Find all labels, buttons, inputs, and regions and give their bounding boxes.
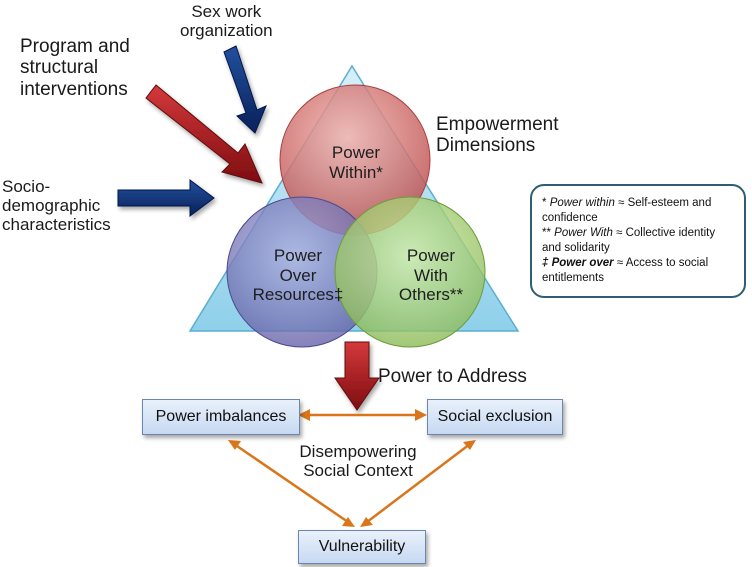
legend-box: * Power within ≈ Self-esteem and confide… xyxy=(530,184,746,298)
label-line: Over xyxy=(279,265,317,285)
label-line: characteristics xyxy=(2,215,111,235)
legend-item-power-with: ** Power With ≈ Collective identity and … xyxy=(542,226,736,256)
label-line: Power xyxy=(273,246,323,265)
circle-label-power-over-resources: Power Over Resources‡ xyxy=(248,246,348,305)
legend-approx: ≈ xyxy=(616,226,623,239)
label-line: interventions xyxy=(20,78,128,100)
connector-head-top-right xyxy=(463,440,476,450)
label-power-to-address: Power to Address xyxy=(378,366,527,387)
circle-power-with-others xyxy=(334,196,486,348)
label-line: With xyxy=(414,265,448,285)
label-line: organization xyxy=(180,21,273,41)
legend-marker: * xyxy=(542,197,547,209)
arrow-sex-work-organization xyxy=(223,45,267,134)
label-line: Dimensions xyxy=(436,135,536,157)
label-empowerment-dimensions: Empowerment Dimensions xyxy=(436,114,559,157)
label-program-interventions: Program and structural interventions xyxy=(20,36,130,100)
box-power-imbalances: Power imbalances xyxy=(142,399,300,435)
connector-head-top-left xyxy=(228,440,241,450)
label-line: Empowerment xyxy=(436,114,559,135)
label-line: demographic xyxy=(2,196,101,216)
label-line: Socio- xyxy=(2,177,51,196)
legend-term: Power within xyxy=(549,197,615,209)
legend-item-power-within: * Power within ≈ Self-esteem and confide… xyxy=(542,196,736,226)
legend-marker: ‡ xyxy=(542,256,549,269)
circle-label-power-with-others: Power With Others** xyxy=(388,246,474,305)
legend-marker: ** xyxy=(542,226,551,239)
context-connectors xyxy=(228,409,476,527)
legend-approx: ≈ xyxy=(618,197,625,209)
legend-definition: Access to social entitlements xyxy=(542,256,709,284)
label-line: Program and xyxy=(20,36,130,57)
label-line: structural xyxy=(20,57,99,79)
label-line: Power xyxy=(331,143,381,162)
box-social-exclusion: Social exclusion xyxy=(427,399,563,435)
legend-approx: ≈ xyxy=(616,256,624,269)
legend-item-power-over: ‡ Power over ≈ Access to social entitlem… xyxy=(542,256,736,286)
connector-head-left xyxy=(298,409,310,421)
label-socio-demographic: Socio- demographic characteristics xyxy=(2,177,111,234)
legend-definition: Collective identity and solidarity xyxy=(542,226,716,254)
label-line: Power xyxy=(406,246,456,265)
legend-term: Power With xyxy=(554,226,613,239)
label-line: Within* xyxy=(329,162,383,182)
label-line: Resources‡ xyxy=(252,285,344,305)
box-vulnerability: Vulnerability xyxy=(298,530,426,564)
legend-term: Power over xyxy=(551,256,614,269)
arrow-socio-demographic xyxy=(117,179,215,217)
label-line: Others** xyxy=(398,285,464,305)
legend-definition: Self-esteem and confidence xyxy=(542,197,712,224)
circle-label-power-within: Power Within* xyxy=(318,143,394,182)
connector-imbalance-vulnerability xyxy=(233,442,349,524)
connector-head-bottom-left xyxy=(342,517,355,527)
label-line: Disempowering xyxy=(299,442,417,461)
arrow-power-to-address xyxy=(334,341,380,411)
label-disempowering-context: Disempowering Social Context xyxy=(288,442,428,480)
arrow-program-interventions xyxy=(145,84,263,184)
connector-head-bottom-right xyxy=(360,517,373,527)
connector-head-right xyxy=(415,409,427,421)
label-line: Sex work xyxy=(191,2,262,21)
connector-exclusion-vulnerability xyxy=(366,443,471,523)
label-sex-work-organization: Sex work organization xyxy=(180,2,273,40)
label-line: Social Context xyxy=(303,461,413,481)
